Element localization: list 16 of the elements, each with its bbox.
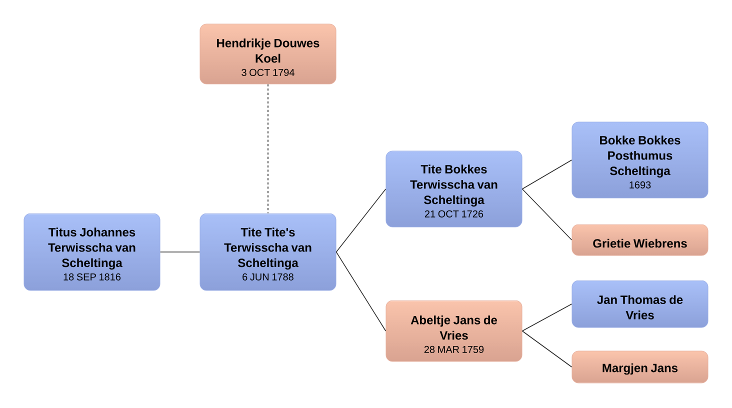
person-box: Margjen Jans (572, 350, 708, 384)
connector-line (522, 304, 572, 332)
connector-line (522, 330, 572, 368)
person-box: Bokke Bokkes Posthumus Scheltinga 1693 (572, 122, 708, 198)
person-box: Jan Thomas de Vries (572, 280, 708, 328)
person-box: Grietie Wiebrens (572, 224, 708, 256)
person-box: Abeltje Jans de Vries 28 MAR 1759 (386, 300, 522, 362)
connector-line (522, 188, 572, 240)
person-box: Tite Tite's Terwisscha van Scheltinga 6 JUN 1788 (200, 213, 336, 291)
connector-line (267, 84, 269, 214)
person-box: Hendrikje Douwes Koel 3 OCT 1794 (200, 24, 336, 84)
connector-line (336, 188, 386, 252)
person-box: Titus Johannes Terwisscha van Scheltinga 18 SEP 1816 (24, 213, 160, 291)
connector-line (336, 252, 386, 332)
person-box: Tite Bokkes Terwisscha van Scheltinga 21 OCT 1726 (386, 150, 522, 228)
connector-line (522, 160, 572, 190)
